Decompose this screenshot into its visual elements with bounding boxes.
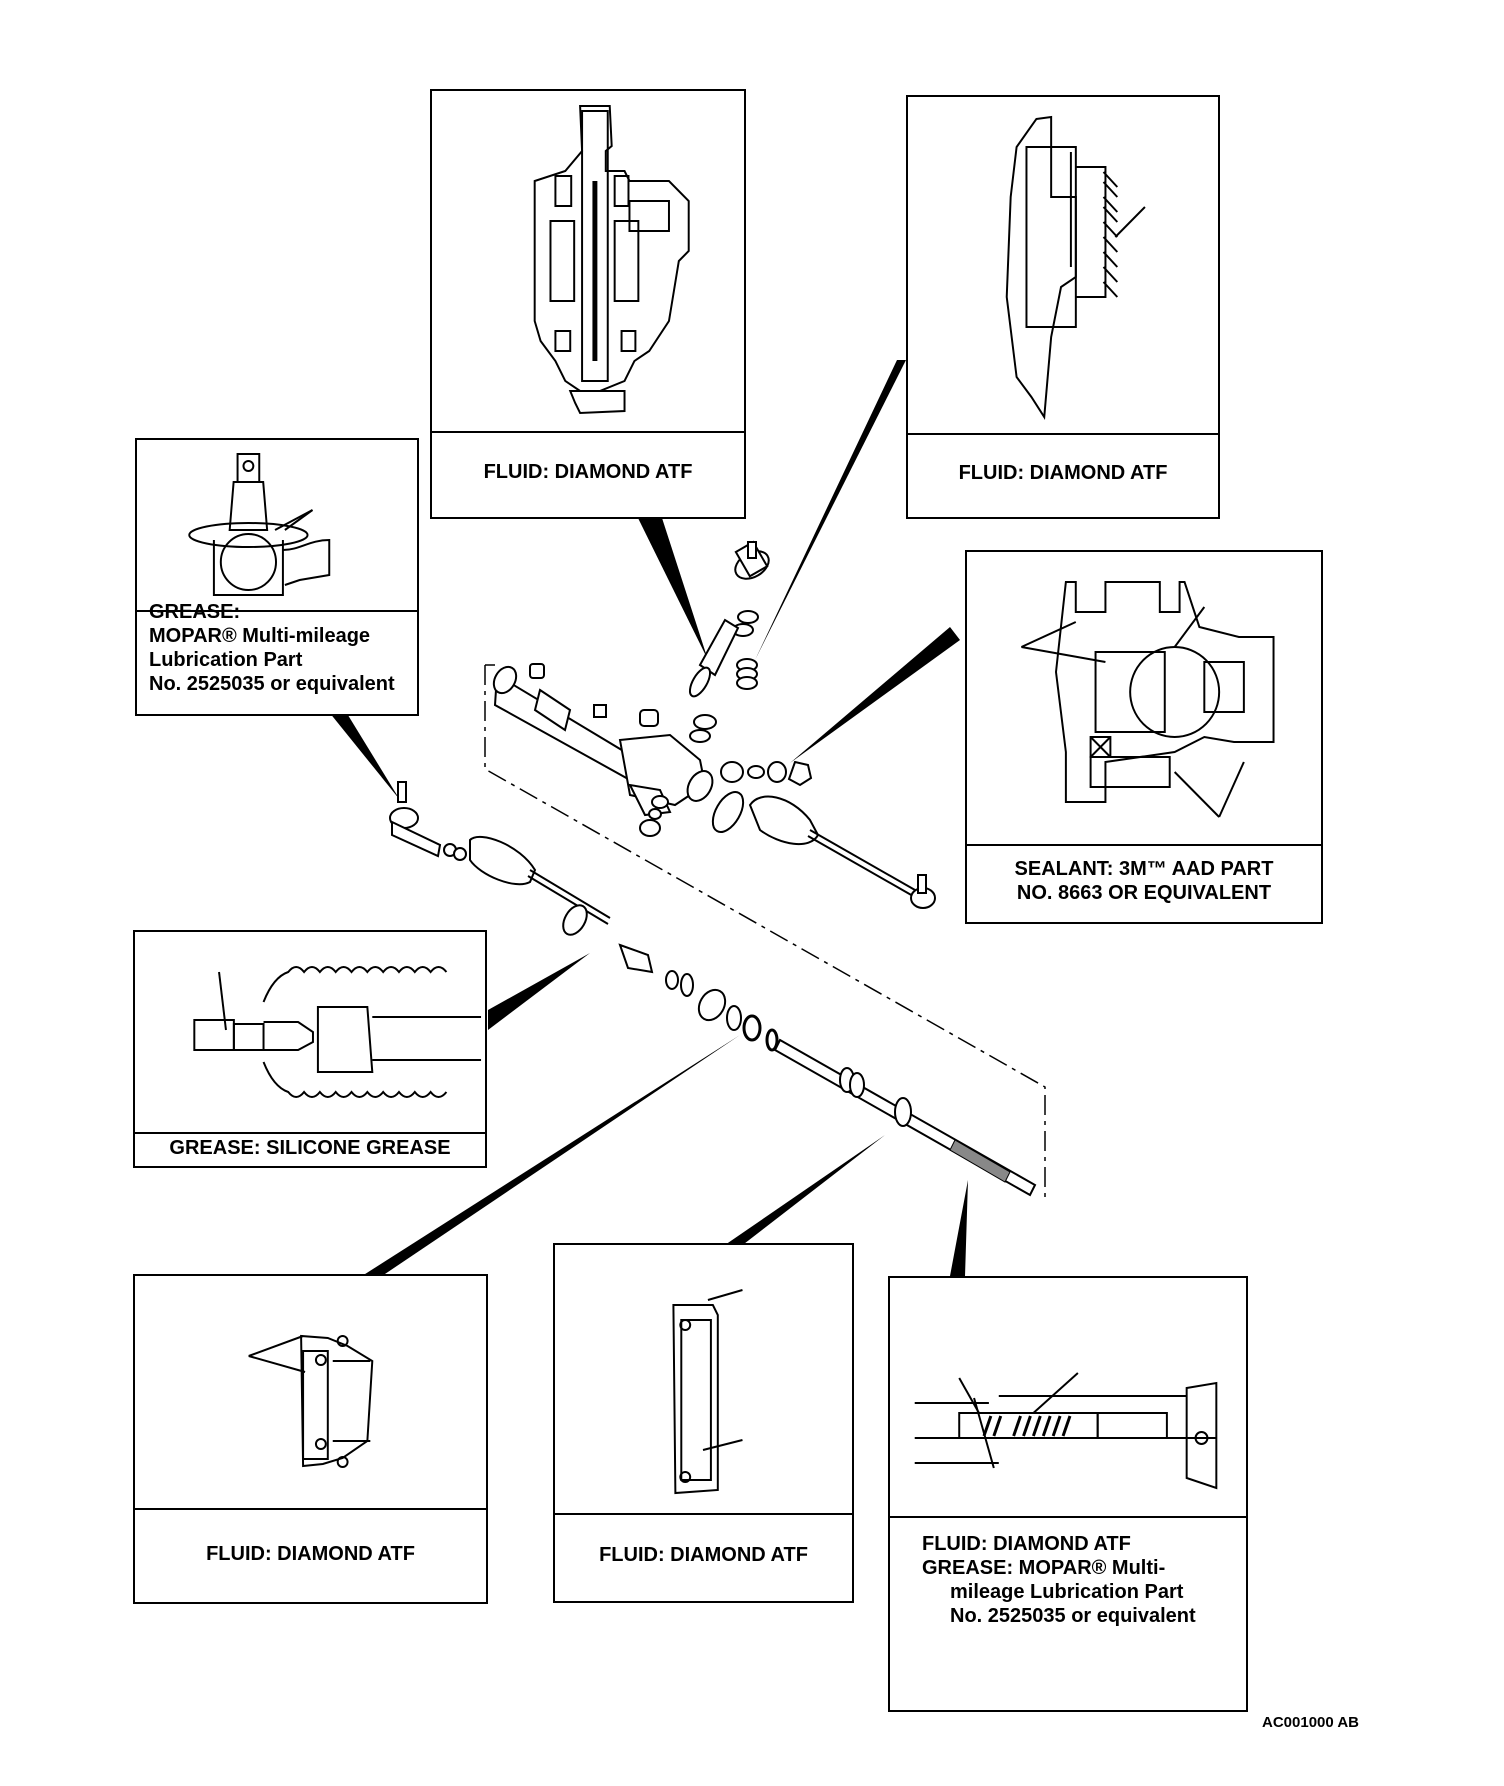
caption-line: No. 2525035 or equivalent: [950, 1605, 1196, 1627]
pinion-housing-illustration: [432, 91, 744, 433]
callout-rack-support: SEALANT: 3M™ AAD PART NO. 8663 OR EQUIVA…: [965, 550, 1323, 924]
callout-rack-teeth: FLUID: DIAMOND ATF GREASE: MOPAR® Multi-…: [888, 1276, 1248, 1712]
caption-text: FLUID: DIAMOND ATF: [958, 462, 1168, 484]
rack-support-illustration: [967, 552, 1321, 846]
rack-support-caption: SEALANT: 3M™ AAD PART NO. 8663 OR EQUIVA…: [967, 840, 1321, 922]
rack-bushing-caption: FLUID: DIAMOND ATF: [135, 1506, 486, 1602]
rack-seal-illustration: [555, 1245, 852, 1515]
caption-text: FLUID: DIAMOND ATF: [599, 1544, 808, 1566]
caption-line: NO. 8663 OR EQUIVALENT: [1016, 882, 1272, 904]
callout-rack-bushing: FLUID: DIAMOND ATF: [133, 1274, 488, 1604]
valve-seal-illustration: [908, 97, 1218, 435]
callout-pinion-housing: FLUID: DIAMOND ATF: [430, 89, 746, 519]
caption-line: GREASE: MOPAR® Multi-: [922, 1557, 1166, 1579]
rack-seal-caption: FLUID: DIAMOND ATF: [555, 1509, 852, 1601]
caption-line: No. 2525035 or equivalent: [149, 673, 395, 695]
callout-boot-band: GREASE: SILICONE GREASE: [133, 930, 487, 1168]
caption-line: Lubrication Part: [149, 649, 303, 671]
boot-band-caption: GREASE: SILICONE GREASE: [135, 1130, 485, 1166]
assembly-boundary: [484, 664, 1046, 1197]
caption-line: mileage Lubrication Part: [950, 1581, 1184, 1603]
callout-rack-seal: FLUID: DIAMOND ATF: [553, 1243, 854, 1603]
steering-rack-exploded: [389, 540, 1037, 1197]
callout-tie-rod-end: GREASE: MOPAR® Multi-mileage Lubrication…: [135, 438, 419, 716]
callout-leaders: [325, 360, 968, 1276]
caption-text: FLUID: DIAMOND ATF: [206, 1543, 415, 1565]
valve-seal-caption: FLUID: DIAMOND ATF: [908, 429, 1218, 517]
tie-rod-end-caption: GREASE: MOPAR® Multi-mileage Lubrication…: [137, 594, 417, 714]
boot-band-illustration: [135, 932, 485, 1134]
caption-text: FLUID: DIAMOND ATF: [483, 461, 693, 483]
tie-rod-end-illustration: [137, 440, 417, 612]
callout-valve-seal: FLUID: DIAMOND ATF: [906, 95, 1220, 519]
caption-line: SEALANT: 3M™ AAD PART: [1014, 858, 1274, 880]
rack-teeth-caption: FLUID: DIAMOND ATF GREASE: MOPAR® Multi-…: [890, 1512, 1246, 1710]
caption-line: MOPAR® Multi-mileage: [149, 625, 371, 647]
figure-reference-id: AC001000 AB: [1262, 1714, 1359, 1731]
pinion-housing-caption: FLUID: DIAMOND ATF: [432, 427, 744, 517]
caption-line: GREASE:: [149, 601, 241, 623]
rack-bushing-illustration: [135, 1276, 486, 1510]
rack-teeth-illustration: [890, 1278, 1246, 1518]
caption-line: FLUID: DIAMOND ATF: [922, 1533, 1131, 1555]
caption-text: GREASE: SILICONE GREASE: [169, 1137, 451, 1159]
